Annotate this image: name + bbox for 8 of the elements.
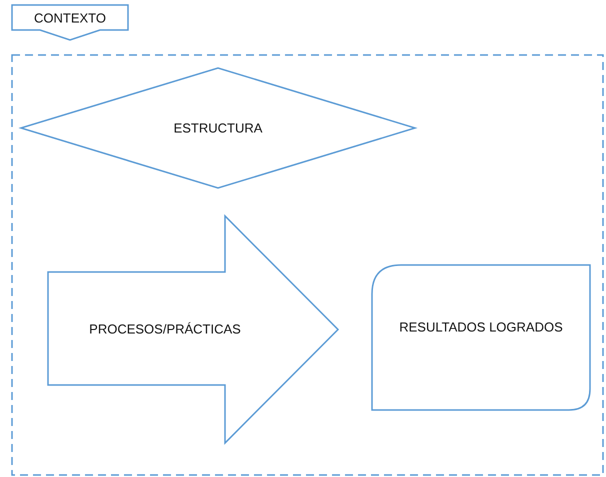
context-frame [10, 4, 606, 477]
node-label: RESULTADOS LOGRADOS [399, 320, 563, 334]
decision-diamond [20, 67, 416, 189]
node-label: PROCESOS/PRÁCTICAS [89, 322, 241, 336]
node-label: ESTRUCTURA [174, 120, 262, 136]
rounded-box [371, 264, 591, 411]
frame-heading: CONTEXTO [34, 10, 106, 26]
block-arrow-shape [47, 215, 340, 444]
